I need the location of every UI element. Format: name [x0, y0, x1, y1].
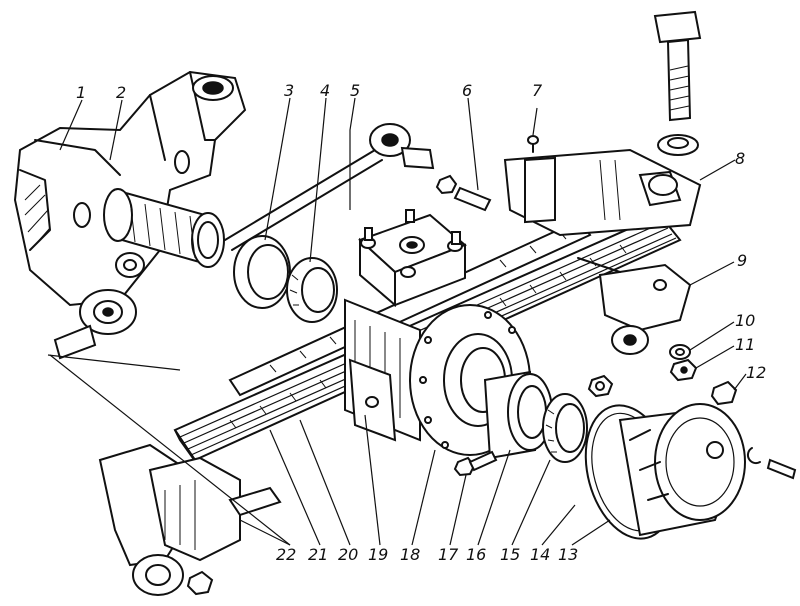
callout-3: 3: [284, 81, 294, 100]
bolt-17: [453, 450, 498, 477]
callout-9: 9: [737, 251, 747, 270]
ring-4: [286, 257, 338, 323]
washer-left-hole: [123, 259, 137, 271]
callout-1: 1: [76, 83, 86, 102]
bolt-shaft-right: [577, 257, 621, 273]
tie-rod: [224, 123, 435, 251]
bearing-16: [483, 370, 553, 460]
callout-19: 19: [368, 545, 388, 564]
callout-18: 18: [400, 545, 420, 564]
seal-15: [542, 393, 588, 463]
spring-plate: [358, 209, 467, 308]
bracket-9: [598, 263, 692, 355]
ring-3: [233, 235, 291, 309]
bolt-small-6: [435, 174, 492, 212]
callout-15: 15: [500, 545, 520, 564]
callout-2: 2: [116, 83, 126, 102]
callout-4: 4: [320, 81, 330, 100]
leader-lines: [47, 97, 747, 546]
bolt-top-right: [653, 10, 702, 122]
washer-10: [669, 344, 691, 360]
callout-22: 22: [276, 545, 296, 564]
pin-7: [527, 135, 539, 153]
pivot-sleeve: [103, 188, 225, 268]
plug-12: [710, 380, 738, 406]
axle-housing-center: [344, 298, 421, 442]
callout-14: 14: [530, 545, 550, 564]
callout-6: 6: [462, 81, 472, 100]
nut-11: [669, 358, 698, 382]
callout-17: 17: [438, 545, 459, 564]
frame-bracket: [13, 70, 247, 307]
clip-right: [746, 447, 797, 480]
bush-left: [53, 289, 137, 360]
callout-16: 16: [466, 545, 486, 564]
callout-7: 7: [532, 81, 543, 100]
shackle-right: [503, 148, 702, 237]
callout-20: 20: [338, 545, 358, 564]
washer-top-right: [657, 134, 699, 156]
callout-11: 11: [735, 335, 755, 354]
callout-10: 10: [735, 311, 755, 330]
hub-cap-13: [618, 403, 746, 537]
callout-21: 21: [308, 545, 328, 564]
shackle-bottom-left: [98, 443, 282, 596]
callout-labels: 1 2 3 4 5 6 7 8 9 10 11 12 13 14 15 16 1…: [76, 81, 766, 564]
callout-13: 13: [558, 545, 578, 564]
callout-5: 5: [350, 81, 360, 100]
callout-12: 12: [746, 363, 766, 382]
callout-8: 8: [735, 149, 745, 168]
nut-small: [587, 374, 614, 398]
